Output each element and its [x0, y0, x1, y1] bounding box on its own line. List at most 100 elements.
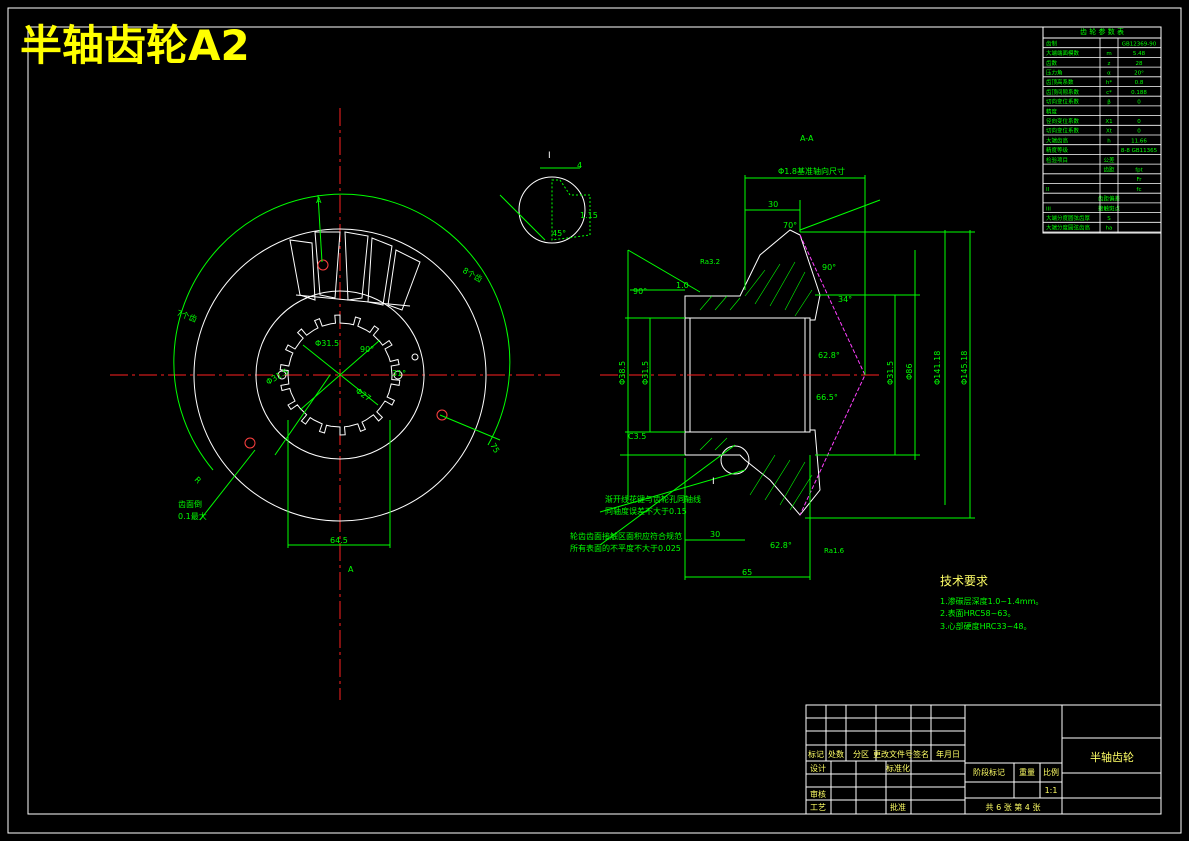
hole-marker	[436, 409, 448, 421]
hub-circle	[255, 290, 425, 460]
dim-angle-top: 90°	[360, 345, 374, 354]
dim-62: 62.8°	[818, 351, 840, 360]
param-table-cell: β	[1107, 100, 1111, 106]
param-table-cell: 精度等级	[1046, 146, 1069, 154]
param-table-frame	[1042, 26, 1162, 234]
section-dimensions	[599, 175, 975, 580]
tech-item: 1.渗碳层深度1.0~1.4mm。	[940, 596, 1043, 606]
tb-scale-value: 1:1	[1045, 786, 1058, 795]
param-table-cell: 0	[1137, 100, 1141, 106]
dim-radius: R	[193, 475, 204, 486]
param-table-cell: 0	[1137, 129, 1141, 135]
hole-marker	[317, 259, 329, 271]
param-table-cell: 切向变位系数	[1046, 127, 1080, 135]
hole-marker	[393, 370, 403, 380]
tb-header: 分区	[853, 750, 869, 759]
tb-header: 更改文件号	[873, 749, 913, 759]
tb-sheet-info: 共 6 张 第 4 张	[986, 802, 1041, 812]
gear-teeth	[289, 231, 421, 311]
detail-label: I	[548, 151, 551, 161]
dim-30: 30	[768, 200, 778, 209]
param-table-header: 齿 轮 参 数 表	[1080, 27, 1124, 36]
param-table-cell: fpt	[1135, 168, 1143, 174]
param-table-cell: GB12369-90	[1122, 41, 1157, 47]
dim-phi-bore-l: Φ31.5	[641, 361, 650, 385]
param-table-cell: S	[1107, 216, 1111, 222]
detail-view: I 4 45° 1.15	[499, 151, 598, 244]
hole-marker	[277, 370, 287, 380]
param-table-cell: 0	[1137, 119, 1141, 125]
dim-angle-side: 31°	[392, 369, 406, 378]
dim-spline-width: 64.5	[330, 536, 348, 545]
detail-hatch	[551, 179, 591, 241]
tb-design: 设计	[810, 763, 826, 773]
param-table-cell: m	[1106, 51, 1111, 57]
param-table-cell: III	[1046, 206, 1051, 212]
param-table-cell: c*	[1106, 90, 1112, 96]
tech-item: 2.表面HRC58~63。	[940, 608, 1015, 618]
dim-34: 34°	[838, 295, 852, 304]
tooth-profile	[799, 234, 866, 516]
param-table-cell: α	[1107, 71, 1111, 77]
param-table-cell: 齿数	[1046, 59, 1058, 67]
left-view: A A Φ31.5 Φ27 Φ31.5 90° 31° 64.5 8个齿 7个齿…	[110, 108, 560, 700]
dim-75: 75	[488, 442, 501, 455]
param-table-cell: 齿距	[1103, 167, 1115, 174]
section-mark-top: A	[316, 196, 322, 205]
note-1: 齿面倒	[178, 499, 202, 509]
outer-border	[7, 7, 1182, 834]
hole-marker	[244, 437, 256, 449]
dim-c: C3.5	[628, 432, 646, 441]
tb-part-name: 半轴齿轮	[1090, 750, 1134, 764]
param-table-cell: 齿制	[1046, 39, 1058, 47]
dim-90-tl: 90°	[633, 287, 647, 296]
tb-approve: 批准	[890, 802, 906, 812]
dim-phi-outer: Φ141.18	[933, 351, 942, 385]
tech-title: 技术要求	[940, 574, 988, 588]
param-table-cell: 径向变位系数	[1046, 117, 1080, 125]
section-view: A-A	[570, 134, 975, 580]
param-table-cell: 20°	[1134, 71, 1144, 77]
tech-item: 3.心部硬度HRC33~48。	[940, 621, 1031, 631]
detail-callout-circle	[720, 445, 750, 475]
title-block	[805, 704, 1162, 815]
param-table-cell: 切向变位系数	[1046, 98, 1080, 106]
param-table-cell: 接触斑点	[1098, 204, 1121, 212]
param-table-cell: 公差	[1103, 156, 1115, 164]
hole-marker	[411, 353, 419, 361]
tb-header: 签名	[913, 749, 929, 759]
section-note-2: 同轴度误差不大于0.15	[605, 506, 687, 516]
detail-angle: 45°	[552, 229, 566, 238]
param-table-cell: II	[1046, 187, 1050, 193]
dim-bottom-b: 65	[742, 568, 752, 577]
param-table-cell: Xt	[1106, 129, 1113, 135]
tb-stage: 阶段标记	[973, 767, 1005, 777]
spline-profile	[279, 314, 401, 436]
param-table-cell: 大端分度圆弦齿高	[1046, 224, 1091, 232]
detail-scale: 4	[577, 161, 582, 170]
title-block-text: 标记 处数 分区 更改文件号 签名 年月日 设计 标准化 审核 工艺 批准 阶段…	[808, 749, 1134, 812]
note-2: 0.1最大	[178, 511, 207, 521]
param-table-cell: 精度	[1046, 107, 1058, 115]
roughness-1: Ra3.2	[700, 258, 720, 266]
root-circle	[193, 228, 487, 522]
tb-header: 标记	[808, 749, 824, 759]
dim-phi-left: Φ38.5	[618, 361, 627, 385]
detail-dim: 1.15	[580, 211, 598, 220]
tb-header: 处数	[828, 749, 844, 759]
inner-border	[27, 26, 1162, 815]
detail-dim-line	[499, 194, 546, 241]
param-table-cell: Fr	[1136, 177, 1142, 183]
dim-phi-root: Φ86	[905, 364, 914, 380]
param-table-cell: 28	[1136, 61, 1143, 67]
section-hatch	[699, 261, 813, 511]
sheet-title: 半轴齿轮A2	[20, 21, 250, 70]
param-table-cell: 5.48	[1133, 51, 1146, 57]
tb-header: 年月日	[936, 749, 960, 759]
tb-standardize: 标准化	[886, 763, 910, 773]
param-table-cell: fc	[1137, 187, 1142, 193]
dim-bottom-a: 30	[710, 530, 720, 539]
dim-bottom-angle: 62.8°	[770, 541, 792, 550]
